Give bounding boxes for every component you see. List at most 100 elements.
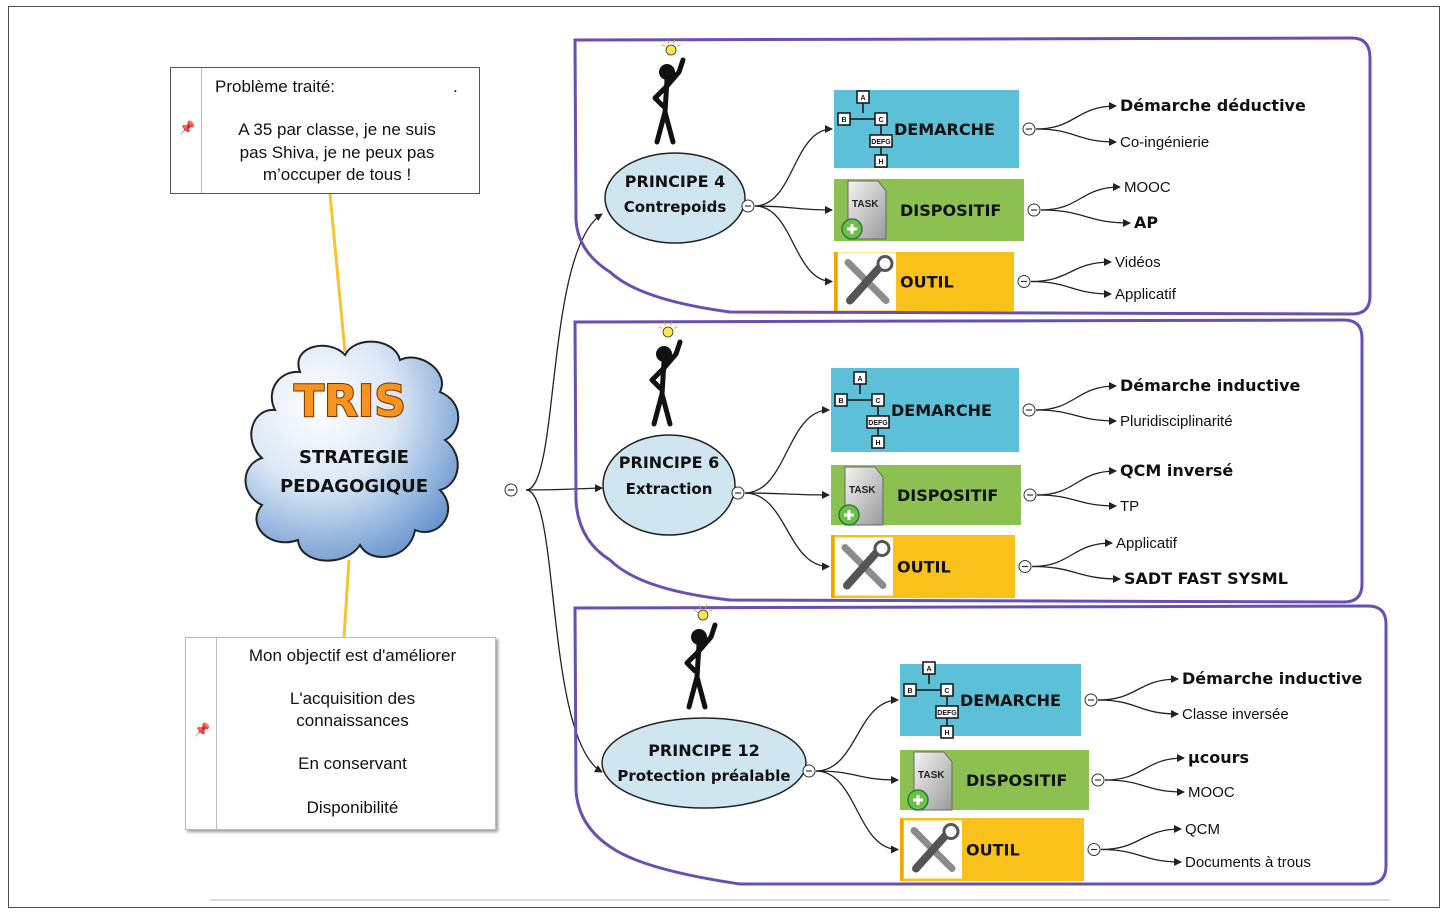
svg-text:TASK: TASK bbox=[918, 770, 945, 781]
principle-node[interactable] bbox=[604, 152, 746, 244]
collapse-icon[interactable] bbox=[741, 199, 755, 213]
note-strip bbox=[171, 68, 202, 193]
objective-line-2: L'acquisition des bbox=[289, 689, 416, 708]
outil-item-connector bbox=[1100, 848, 1182, 866]
dispositif-label: DISPOSITIF bbox=[900, 201, 1001, 220]
dispositif-item: TP bbox=[1120, 498, 1139, 515]
svg-text:A: A bbox=[860, 95, 865, 102]
demarche-label: DEMARCHE bbox=[891, 401, 992, 420]
demarche-item-connector bbox=[1035, 409, 1117, 425]
collapse-icon[interactable] bbox=[1023, 488, 1037, 502]
collapse-icon[interactable] bbox=[1022, 122, 1036, 136]
dispositif-item: QCM inversé bbox=[1120, 461, 1233, 480]
cloud-shape bbox=[244, 340, 460, 562]
connector-to-outil bbox=[754, 205, 833, 286]
svg-text:B: B bbox=[838, 398, 843, 405]
dispositif-item-connector bbox=[1036, 494, 1117, 510]
outil-item-connector bbox=[1031, 539, 1113, 568]
svg-text:C: C bbox=[944, 688, 949, 695]
problem-line-2: pas Shiva, je ne peux pas bbox=[239, 143, 435, 162]
problem-line-3: m’occuper de tous ! bbox=[262, 165, 412, 184]
objective-line-3: connaissances bbox=[296, 711, 409, 730]
connector-to-demarche bbox=[744, 406, 830, 494]
outil-item: Applicatif bbox=[1116, 535, 1178, 552]
collapse-icon[interactable] bbox=[1022, 403, 1036, 417]
branch-to-principle-6 bbox=[525, 484, 603, 493]
svg-text:DEFG: DEFG bbox=[868, 420, 888, 427]
outil-item: SADT FAST SYSML bbox=[1124, 569, 1288, 588]
objective-line-5: Disponibilité bbox=[306, 798, 399, 817]
collapse-icon[interactable] bbox=[731, 486, 745, 500]
principle-node[interactable] bbox=[602, 434, 736, 536]
principle-name: PRINCIPE 4 bbox=[625, 172, 725, 191]
problem-line-1: A 35 par classe, je ne suis bbox=[238, 120, 436, 139]
connector-to-demarche bbox=[754, 125, 833, 207]
objective-line-4: En conservant bbox=[298, 754, 407, 773]
pin-icon: 📌 bbox=[179, 120, 196, 135]
collapse-icon[interactable] bbox=[1017, 275, 1031, 288]
group-frame-principle-4 bbox=[573, 36, 1372, 316]
group-frame-principle-6 bbox=[573, 318, 1364, 604]
dispositif-item-connector bbox=[1104, 779, 1185, 796]
main-collapse-icon[interactable] bbox=[504, 483, 518, 497]
demarche-item-connector bbox=[1035, 128, 1117, 146]
svg-text:C: C bbox=[875, 398, 880, 405]
central-topic[interactable]: TRIS STRATEGIE PEDAGOGIQUE bbox=[244, 340, 460, 562]
collapse-icon[interactable] bbox=[1018, 560, 1032, 573]
connector-to-dispositif bbox=[754, 205, 833, 214]
principle-subtitle: Extraction bbox=[626, 480, 713, 498]
note-strip bbox=[186, 638, 217, 829]
problem-dot: . bbox=[453, 77, 458, 96]
thinking-person-icon bbox=[652, 39, 686, 145]
svg-text:A: A bbox=[857, 376, 862, 383]
demarche-item-connector bbox=[1097, 699, 1179, 718]
wrench-screwdriver-icon bbox=[838, 252, 896, 311]
demarche-item: Démarche inductive bbox=[1182, 669, 1363, 688]
task-document-icon: TASK bbox=[907, 751, 953, 811]
collapse-icon[interactable] bbox=[1084, 693, 1098, 707]
svg-text:H: H bbox=[875, 440, 880, 447]
central-title-line2: PEDAGOGIQUE bbox=[280, 476, 428, 497]
demarche-item-connector bbox=[1097, 675, 1179, 701]
demarche-item-connector bbox=[1035, 382, 1117, 411]
connector-to-demarche bbox=[815, 696, 899, 772]
dispositif-item: µcours bbox=[1188, 748, 1249, 767]
outil-item-connector bbox=[1030, 258, 1112, 283]
objective-note: 📌 Mon objectif est d'améliorer L'acquisi… bbox=[185, 637, 496, 830]
wrench-screwdriver-icon bbox=[904, 820, 962, 879]
branch-to-principle-4 bbox=[525, 213, 603, 491]
connector-to-dispositif bbox=[744, 490, 830, 499]
collapse-icon[interactable] bbox=[1027, 203, 1041, 217]
objective-line-1: Mon objectif est d'améliorer bbox=[248, 646, 457, 665]
lightbulb-icon bbox=[693, 604, 713, 621]
svg-text:B: B bbox=[907, 688, 912, 695]
svg-text:DEFG: DEFG bbox=[937, 710, 957, 717]
task-document-icon: TASK bbox=[841, 180, 887, 240]
outil-label: OUTIL bbox=[900, 273, 954, 292]
collapse-icon[interactable] bbox=[802, 764, 816, 778]
tris-logo: TRIS bbox=[294, 376, 406, 427]
outil-item: Vidéos bbox=[1115, 254, 1161, 271]
svg-text:C: C bbox=[878, 117, 883, 124]
demarche-node[interactable] bbox=[900, 664, 1081, 736]
branch-to-principle-12 bbox=[525, 489, 603, 773]
outil-item-connector bbox=[1031, 565, 1121, 583]
image-frame bbox=[8, 6, 1440, 908]
thinking-person-icon bbox=[684, 604, 718, 710]
lightbulb-icon bbox=[661, 39, 681, 56]
collapse-icon[interactable] bbox=[1091, 773, 1105, 787]
wrench-screwdriver-icon bbox=[835, 537, 893, 596]
dispositif-item-connector bbox=[1036, 467, 1117, 496]
thinking-person-icon bbox=[649, 321, 683, 427]
demarche-item: Co-ingénierie bbox=[1120, 134, 1209, 151]
demarche-label: DEMARCHE bbox=[960, 691, 1061, 710]
dispositif-item-connector bbox=[1040, 209, 1131, 227]
dispositif-item: AP bbox=[1134, 213, 1158, 232]
principle-node[interactable] bbox=[601, 717, 807, 809]
outil-item-connector bbox=[1030, 280, 1112, 298]
demarche-item: Démarche déductive bbox=[1120, 96, 1306, 115]
collapse-icon[interactable] bbox=[1087, 843, 1101, 856]
